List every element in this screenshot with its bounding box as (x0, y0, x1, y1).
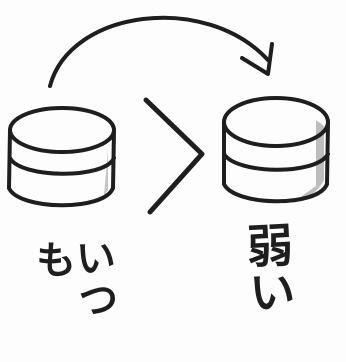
greater-than-symbol (143, 97, 205, 215)
left-cylinder-icon (7, 106, 116, 208)
right-label: 弱い (238, 220, 298, 316)
right-cylinder-icon (222, 96, 330, 204)
left-label: いつも (27, 235, 119, 323)
curved-arrow (48, 15, 274, 88)
